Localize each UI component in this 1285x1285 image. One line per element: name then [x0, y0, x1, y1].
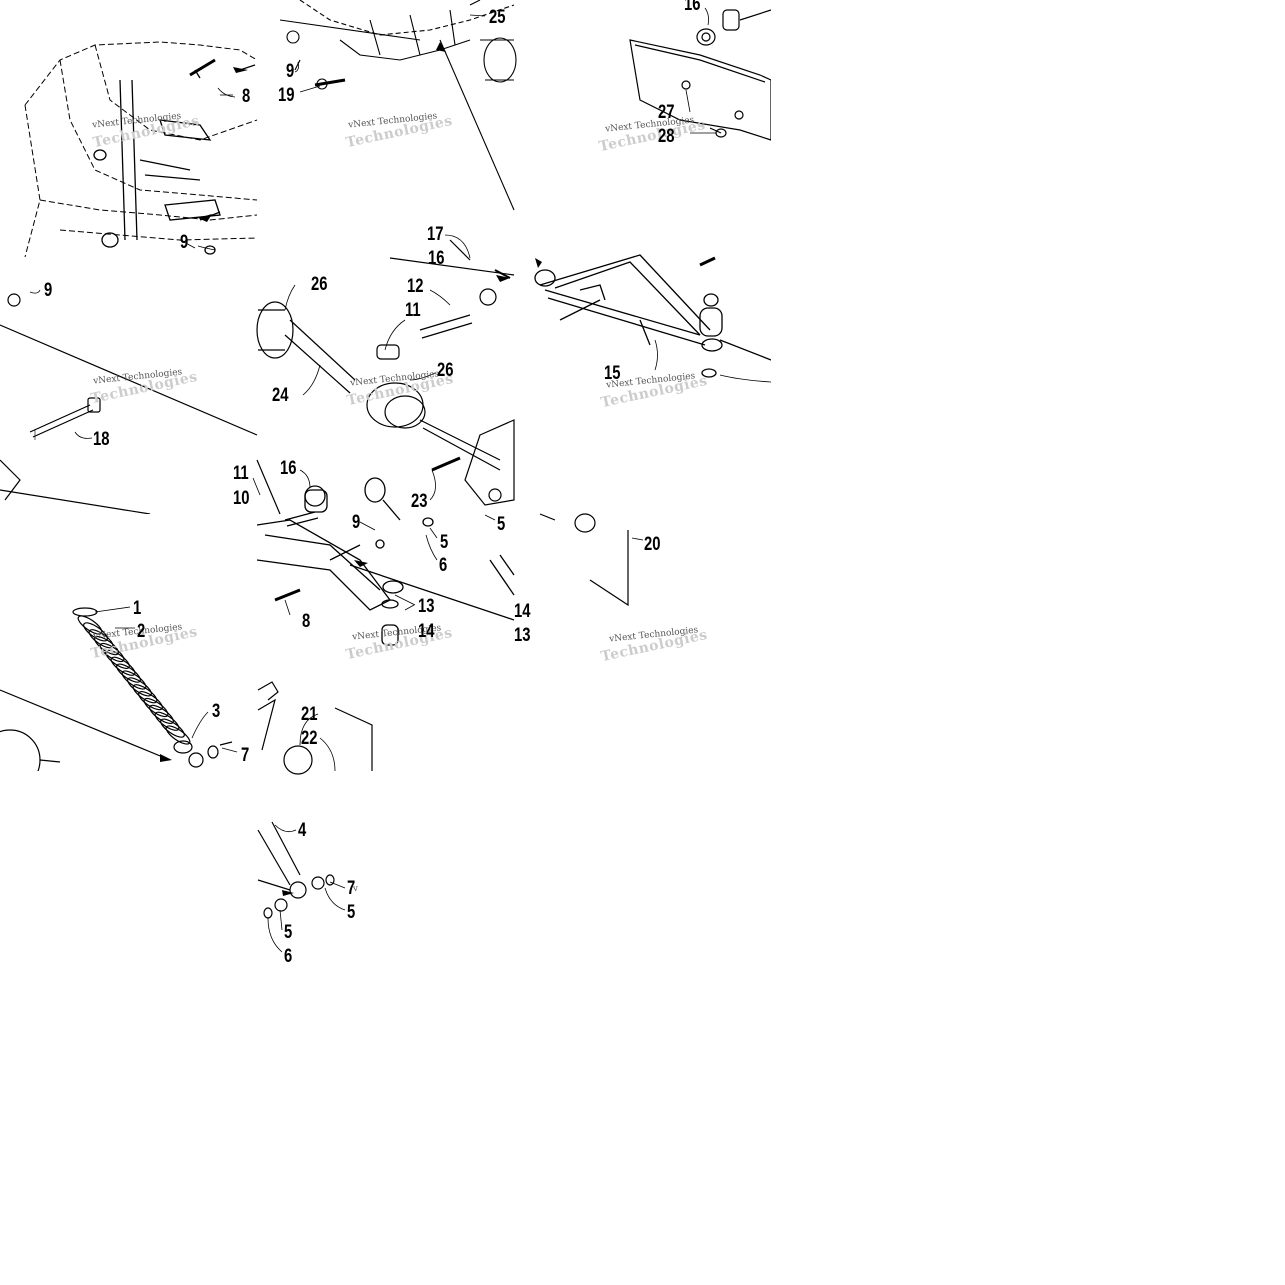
- leader-lines: [29, 7, 772, 953]
- callout-14: 14: [418, 621, 435, 642]
- callout-13: 13: [418, 596, 435, 617]
- callout-9: 9: [352, 512, 361, 533]
- callout-23: 23: [411, 491, 428, 512]
- blank-region: [0, 0, 20, 257]
- blank-region: [0, 771, 257, 1285]
- callout-15: 15: [604, 363, 621, 384]
- spindle-drawing: [257, 681, 373, 919]
- callout-5: 5: [497, 514, 506, 535]
- callout-17: 17: [427, 224, 444, 245]
- callout-3: 3: [212, 701, 221, 722]
- callout-6: 6: [284, 946, 293, 967]
- callout-24: 24: [272, 385, 289, 406]
- callout-22: 22: [301, 728, 318, 749]
- blank-region: [0, 514, 257, 594]
- crossmember-drawing: [279, 0, 517, 211]
- upper-a-arm-drawing: [534, 254, 772, 378]
- callout-25: 25: [489, 7, 506, 28]
- callout-14: 14: [514, 601, 531, 622]
- long-bolt-drawing: [0, 293, 258, 515]
- callout-12: 12: [407, 276, 424, 297]
- callout-9: 9: [44, 280, 53, 301]
- spring-coil: [160, 718, 185, 738]
- callout-26: 26: [437, 360, 454, 381]
- callout-21: 21: [301, 704, 318, 725]
- callout-18: 18: [93, 429, 110, 450]
- blank-region: [514, 771, 1285, 1285]
- blank-region: [257, 980, 514, 1285]
- callout-8: 8: [242, 86, 251, 107]
- callout-20: 20: [644, 534, 661, 555]
- callout-11: 11: [233, 463, 249, 484]
- callout-26: 26: [311, 274, 328, 295]
- callout-1: 1: [133, 598, 142, 619]
- callout-6: 6: [439, 555, 448, 576]
- blank-region: [771, 0, 1285, 771]
- arrowheads: [160, 42, 542, 896]
- callout-10: 10: [233, 488, 250, 509]
- callout-28: 28: [658, 126, 675, 147]
- driveshaft-drawing: [256, 239, 515, 515]
- callout-9: 9: [286, 61, 295, 82]
- callout-19: 19: [278, 85, 295, 106]
- callout-11: 11: [405, 300, 421, 321]
- callout-7: 7: [347, 878, 356, 899]
- callout-16: 16: [428, 248, 445, 269]
- cv-clip-drawing: [539, 513, 629, 607]
- shock-spring-drawing: [72, 607, 98, 617]
- frame-drawing: [24, 41, 258, 258]
- callout-4: 4: [298, 820, 307, 841]
- callout-5: 5: [284, 922, 293, 943]
- callout-13: 13: [514, 625, 531, 646]
- callout-2: 2: [137, 621, 146, 642]
- callout-16: 16: [684, 0, 701, 15]
- lower-a-arm-drawing: [256, 477, 515, 646]
- callout-8: 8: [302, 611, 311, 632]
- callout-9: 9: [180, 232, 189, 253]
- callout-27: 27: [658, 102, 675, 123]
- callout-5: 5: [347, 902, 356, 923]
- callout-16: 16: [280, 458, 297, 479]
- callout-7: 7: [241, 745, 250, 766]
- callout-5: 5: [440, 532, 449, 553]
- skid-plate-drawing: [629, 9, 772, 141]
